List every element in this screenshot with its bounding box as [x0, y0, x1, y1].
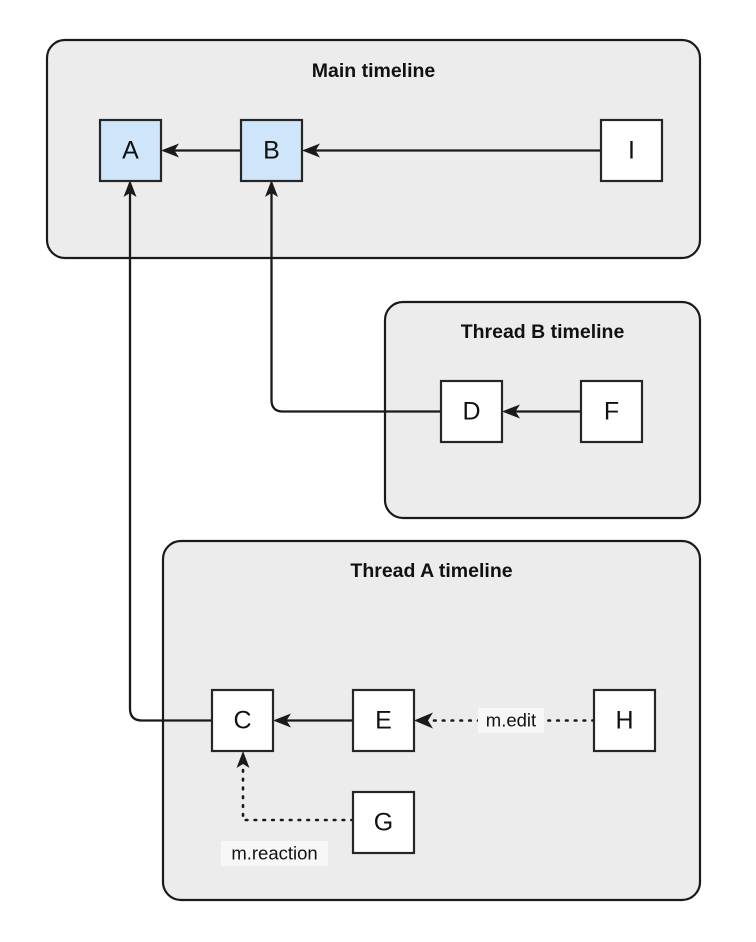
- edge-g-to-c[interactable]: m.reaction: [221, 751, 355, 866]
- node-g-label: G: [374, 809, 393, 837]
- edge-b-to-a-arrowhead: [161, 143, 179, 158]
- edge-h-to-e-arrowhead: [414, 712, 433, 729]
- edge-c-to-a-arrowhead: [123, 180, 137, 197]
- node-e-rect: [351, 688, 416, 753]
- group-thread-b-timeline[interactable]: Thread B timeline: [383, 300, 702, 520]
- edge-i-to-b[interactable]: [302, 143, 601, 158]
- node-h[interactable]: H: [592, 688, 657, 753]
- edge-g-to-c-arrowhead: [236, 751, 250, 768]
- edge-b-to-a[interactable]: [161, 143, 241, 158]
- node-h-label: H: [615, 707, 633, 735]
- group-thread-a-timeline[interactable]: Thread A timeline: [161, 539, 702, 902]
- edge-g-to-c-line: [241, 762, 355, 822]
- node-a-rect: [98, 118, 163, 183]
- edge-c-to-a-line: [128, 190, 212, 722]
- node-h-rect: [592, 688, 657, 753]
- node-e[interactable]: E: [351, 688, 416, 753]
- edge-e-to-c[interactable]: [273, 713, 353, 728]
- node-g-rect: [351, 790, 416, 855]
- node-i-label: I: [628, 137, 635, 165]
- node-i[interactable]: I: [599, 118, 664, 183]
- node-d[interactable]: D: [439, 379, 504, 444]
- edge-h-to-e-label: m.edit: [486, 709, 536, 730]
- group-thread-b-timeline-title: Thread B timeline: [461, 321, 625, 343]
- edge-f-to-d-arrowhead: [502, 404, 520, 419]
- group-main-timeline-title: Main timeline: [312, 60, 436, 82]
- edge-d-to-b-arrowhead: [265, 180, 278, 197]
- node-e-label: E: [375, 707, 392, 735]
- node-a-label: A: [122, 137, 139, 165]
- node-b[interactable]: B: [239, 118, 304, 183]
- node-c-label: C: [233, 707, 251, 735]
- node-i-rect: [599, 118, 664, 183]
- edge-g-to-c-label: m.reaction: [231, 842, 317, 863]
- node-f[interactable]: F: [579, 379, 644, 444]
- group-thread-a-timeline-title: Thread A timeline: [350, 560, 512, 582]
- edge-h-to-e-label-bg: [478, 708, 544, 733]
- group-thread-b-timeline-rect: [383, 300, 702, 520]
- group-main-timeline-rect: [45, 38, 702, 260]
- node-f-label: F: [604, 398, 619, 426]
- node-d-rect: [439, 379, 504, 444]
- group-main-timeline[interactable]: Main timeline: [45, 38, 702, 260]
- edge-g-to-c-label-bg: [221, 841, 328, 866]
- node-f-rect: [579, 379, 644, 444]
- edge-i-to-b-arrowhead: [302, 143, 320, 158]
- node-a[interactable]: A: [98, 118, 163, 183]
- edge-c-to-a[interactable]: [123, 180, 213, 722]
- edge-d-to-b-line: [270, 190, 441, 413]
- edge-d-to-b[interactable]: [265, 180, 441, 413]
- edge-e-to-c-arrowhead: [273, 713, 291, 728]
- node-b-label: B: [263, 137, 280, 165]
- edge-h-to-e[interactable]: m.edit: [414, 708, 596, 733]
- node-c-rect: [210, 688, 275, 753]
- node-c[interactable]: C: [210, 688, 275, 753]
- node-b-rect: [239, 118, 304, 183]
- node-d-label: D: [462, 398, 480, 426]
- node-g[interactable]: G: [351, 790, 416, 855]
- edge-f-to-d[interactable]: [502, 404, 581, 419]
